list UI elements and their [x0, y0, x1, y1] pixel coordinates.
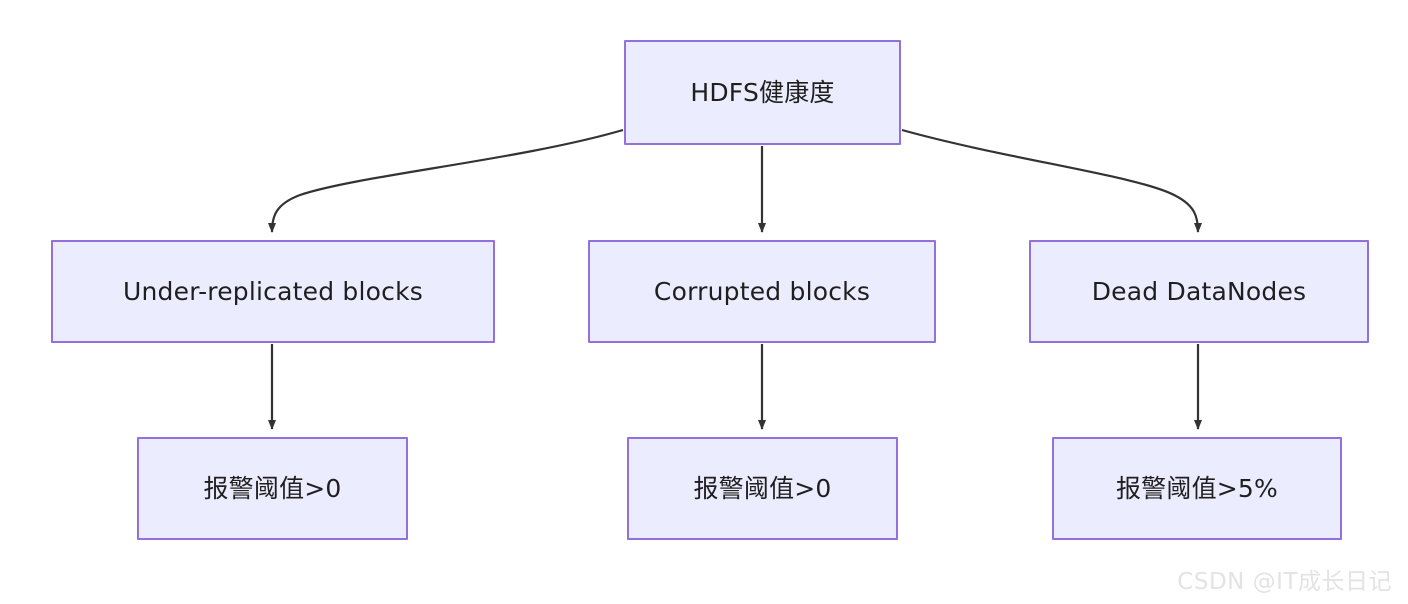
node-corrupted-blocks[interactable]: Corrupted blocks	[588, 240, 936, 343]
node-alert-threshold-under-replicated[interactable]: 报警阈值>0	[137, 437, 408, 540]
node-label: Corrupted blocks	[653, 276, 871, 306]
watermark: CSDN @IT成长日记	[1177, 569, 1392, 595]
node-alert-threshold-corrupted[interactable]: 报警阈值>0	[627, 437, 898, 540]
node-under-replicated-blocks[interactable]: Under-replicated blocks	[51, 240, 495, 343]
edge-root-to-dead-datanodes	[901, 128, 1202, 233]
node-label: HDFS健康度	[690, 77, 835, 107]
node-dead-datanodes[interactable]: Dead DataNodes	[1029, 240, 1369, 343]
node-label: 报警阈值>5%	[1115, 473, 1278, 503]
node-label: 报警阈值>0	[203, 473, 342, 503]
node-hdfs-health[interactable]: HDFS健康度	[624, 40, 901, 145]
node-alert-threshold-dead-datanodes[interactable]: 报警阈值>5%	[1052, 437, 1342, 540]
node-label: 报警阈值>0	[693, 473, 832, 503]
node-label: Under-replicated blocks	[123, 276, 423, 306]
node-label: Dead DataNodes	[1091, 276, 1307, 306]
edge-root-to-under-replicated	[268, 128, 624, 233]
